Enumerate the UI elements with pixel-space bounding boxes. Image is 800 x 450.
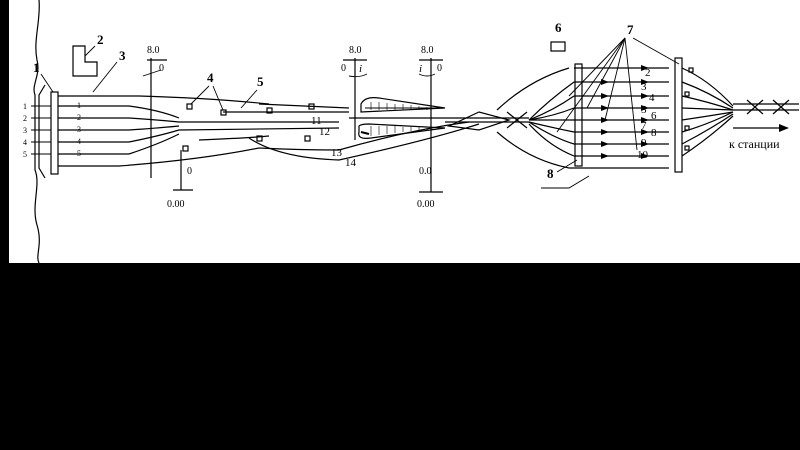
- callout-8: 8: [547, 166, 554, 181]
- right-track-6: 6: [651, 110, 657, 122]
- middle-tracks: [198, 103, 350, 161]
- left-boundary-bracket: [38, 84, 46, 179]
- right-track-7: 7: [641, 120, 647, 132]
- direction-label: к станции: [729, 137, 780, 151]
- signal-1-top: 8.0: [147, 45, 160, 56]
- yard-building-right: [674, 57, 683, 173]
- entry-track-2: 2: [23, 114, 27, 123]
- callout-6: 6: [555, 20, 562, 35]
- right-track-3: 3: [641, 81, 647, 93]
- right-yard-fan: [496, 67, 575, 169]
- left-approach-tracks: [58, 95, 340, 167]
- left-black-margin: [0, 0, 9, 263]
- signal-2-zero: 0: [341, 63, 346, 74]
- callout-2: 2: [97, 32, 104, 47]
- signal-5-zero: 0.0: [419, 166, 432, 177]
- track-label-12: 12: [319, 126, 330, 138]
- building-6: [550, 41, 566, 52]
- callout-3: 3: [119, 48, 126, 63]
- callout-7-leaders: [556, 37, 680, 151]
- signal-3-sym: i: [419, 63, 422, 75]
- left-boundary-curve: [33, 0, 40, 263]
- signal-2-top: 8.0: [349, 45, 362, 56]
- right-track-labels: 2 3 4 5 6 7 8 9 10: [637, 67, 657, 161]
- railway-yard-diagram: 1 2 3 4 5 1 2 3 1 2 3 4 5: [23, 0, 799, 263]
- callout-7: 7: [627, 22, 634, 37]
- signal-4-bottom: 0.00: [167, 199, 185, 210]
- bottom-black-area: [0, 263, 800, 450]
- retarder-lower: [358, 123, 446, 139]
- signal-3-zero: 0: [437, 63, 442, 74]
- entry-track-3: 3: [23, 126, 27, 135]
- right-exit-lines: [681, 67, 799, 157]
- track-label-13: 13: [331, 147, 343, 159]
- entry-track-5: 5: [23, 150, 27, 159]
- signal-post-4: 0 0.00: [167, 145, 193, 210]
- right-track-9: 9: [641, 137, 647, 149]
- signal-post-3: 8.0 i 0: [418, 45, 443, 192]
- entry-track-1: 1: [23, 102, 27, 111]
- right-track-8: 8: [651, 127, 657, 139]
- right-track-10: 10: [637, 149, 649, 161]
- receiving-building: [50, 91, 59, 175]
- signal-2-sym: i: [359, 63, 362, 75]
- right-yard-tracks: [569, 67, 669, 169]
- callout-5: 5: [257, 74, 264, 89]
- signal-1-zero: 0: [159, 63, 164, 74]
- signal-5-bottom: 0.00: [417, 199, 435, 210]
- right-yard-arrows: [601, 65, 649, 159]
- retarder-upper: [360, 97, 446, 113]
- l-shaped-building: [72, 45, 98, 77]
- signal-post-5: 0.0 0.00: [417, 166, 443, 210]
- track-label-11: 11: [311, 115, 322, 127]
- direction-arrow: [733, 124, 789, 132]
- signal-3-top: 8.0: [421, 45, 434, 56]
- callout-4: 4: [207, 70, 214, 85]
- entry-track-4: 4: [23, 138, 27, 147]
- signal-4-zero: 0: [187, 166, 192, 177]
- right-track-2: 2: [645, 67, 651, 79]
- callout-1: 1: [33, 60, 40, 75]
- diagram-panel: 1 2 3 4 5 1 2 3 1 2 3 4 5: [9, 0, 800, 263]
- yard-building-left: [574, 63, 583, 167]
- central-main-line: [338, 111, 529, 161]
- entry-track-lines: [31, 105, 51, 155]
- track-label-14: 14: [345, 157, 357, 169]
- signal-post-2: 8.0 0 i: [341, 45, 368, 140]
- right-track-4: 4: [649, 92, 655, 104]
- entry-track-labels: 1 2 3 4 5: [23, 102, 27, 159]
- signal-post-1: 8.0 0: [142, 45, 167, 178]
- right-track-5: 5: [641, 104, 647, 116]
